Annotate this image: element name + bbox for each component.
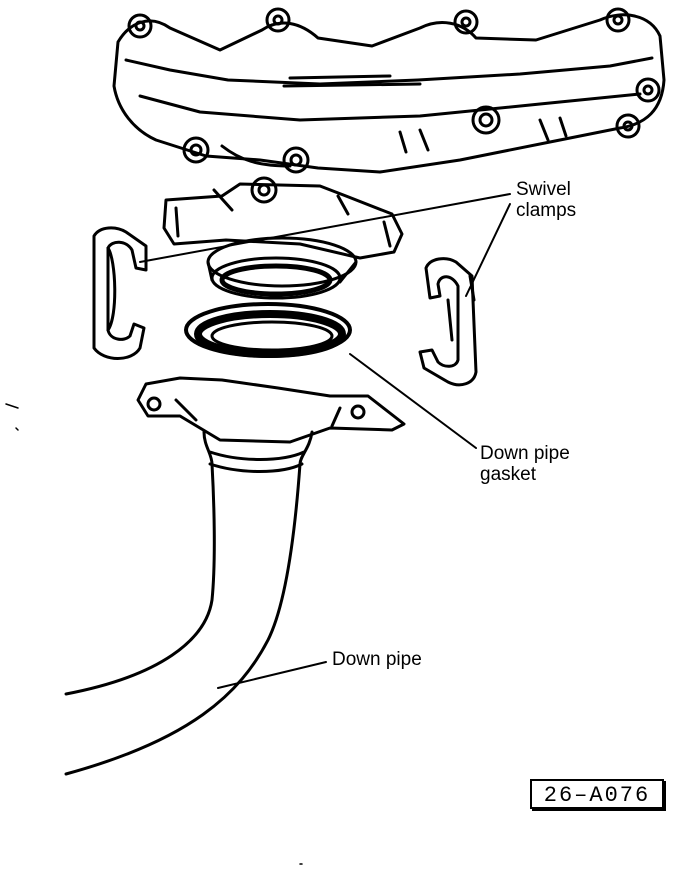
label-swivel-clamps-line2: clamps	[516, 200, 577, 221]
manifold-studs	[127, 7, 661, 204]
swivel-clamp-left	[92, 226, 148, 360]
label-down-pipe-gasket-line1: Down pipe	[480, 443, 570, 464]
label-down-pipe: Down pipe	[332, 649, 422, 670]
leader-swivel-clamp-left	[139, 193, 511, 263]
label-down-pipe-gasket-line2: gasket	[480, 464, 536, 485]
manifold-outlet-flange	[162, 182, 404, 260]
label-swivel-clamps-line1: Swivel	[516, 179, 571, 200]
figure-id-box: 26–A076	[530, 779, 664, 809]
leader-lines	[139, 193, 511, 689]
leader-down-pipe	[217, 661, 327, 689]
exhaust-manifold	[112, 7, 666, 204]
down-pipe-flange	[136, 376, 406, 444]
down-pipe	[64, 430, 314, 776]
swivel-clamp-right	[418, 257, 478, 387]
label-down-pipe-gasket: Down pipe gasket	[480, 443, 570, 485]
down-pipe-gasket	[184, 302, 352, 358]
label-swivel-clamps: Swivel clamps	[516, 179, 576, 221]
leader-swivel-clamp-right	[465, 203, 511, 297]
leader-down-pipe-gasket	[349, 353, 477, 449]
manifold-outlet-collar	[206, 236, 358, 300]
scan-marks	[5, 403, 303, 865]
